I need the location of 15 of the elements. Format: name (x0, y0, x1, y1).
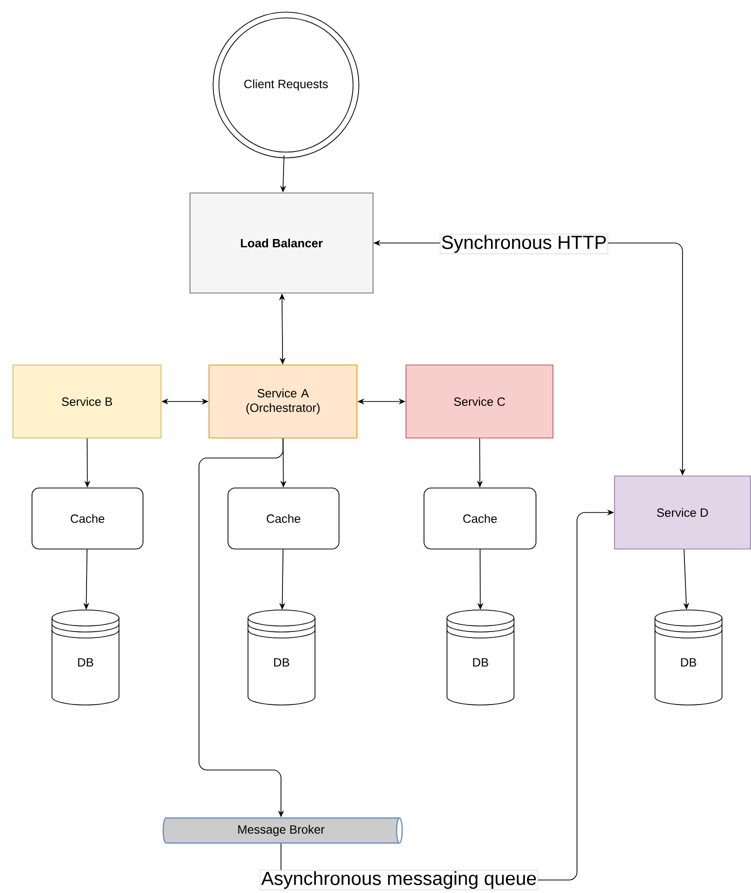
edge-label: Asynchronous messaging queue (260, 870, 538, 890)
cache-box: Cache (424, 488, 536, 550)
service-box: Service C (406, 364, 554, 438)
cache-box: Cache (228, 488, 340, 550)
service-box: Service A (Orchestrator) (208, 364, 358, 438)
service-box: Service B (12, 364, 162, 438)
service-box: Service D (614, 476, 751, 550)
cache-box: Cache (32, 488, 144, 550)
load-balancer-box: Load Balancer (190, 192, 374, 294)
database-cylinder: DB (52, 610, 120, 706)
database-cylinder: DB (248, 610, 316, 706)
edge-label: Synchronous HTTP (440, 234, 608, 254)
message-queue-pipe: Message Broker (162, 817, 403, 844)
database-cylinder: DB (654, 610, 722, 706)
database-cylinder: DB (446, 610, 514, 706)
